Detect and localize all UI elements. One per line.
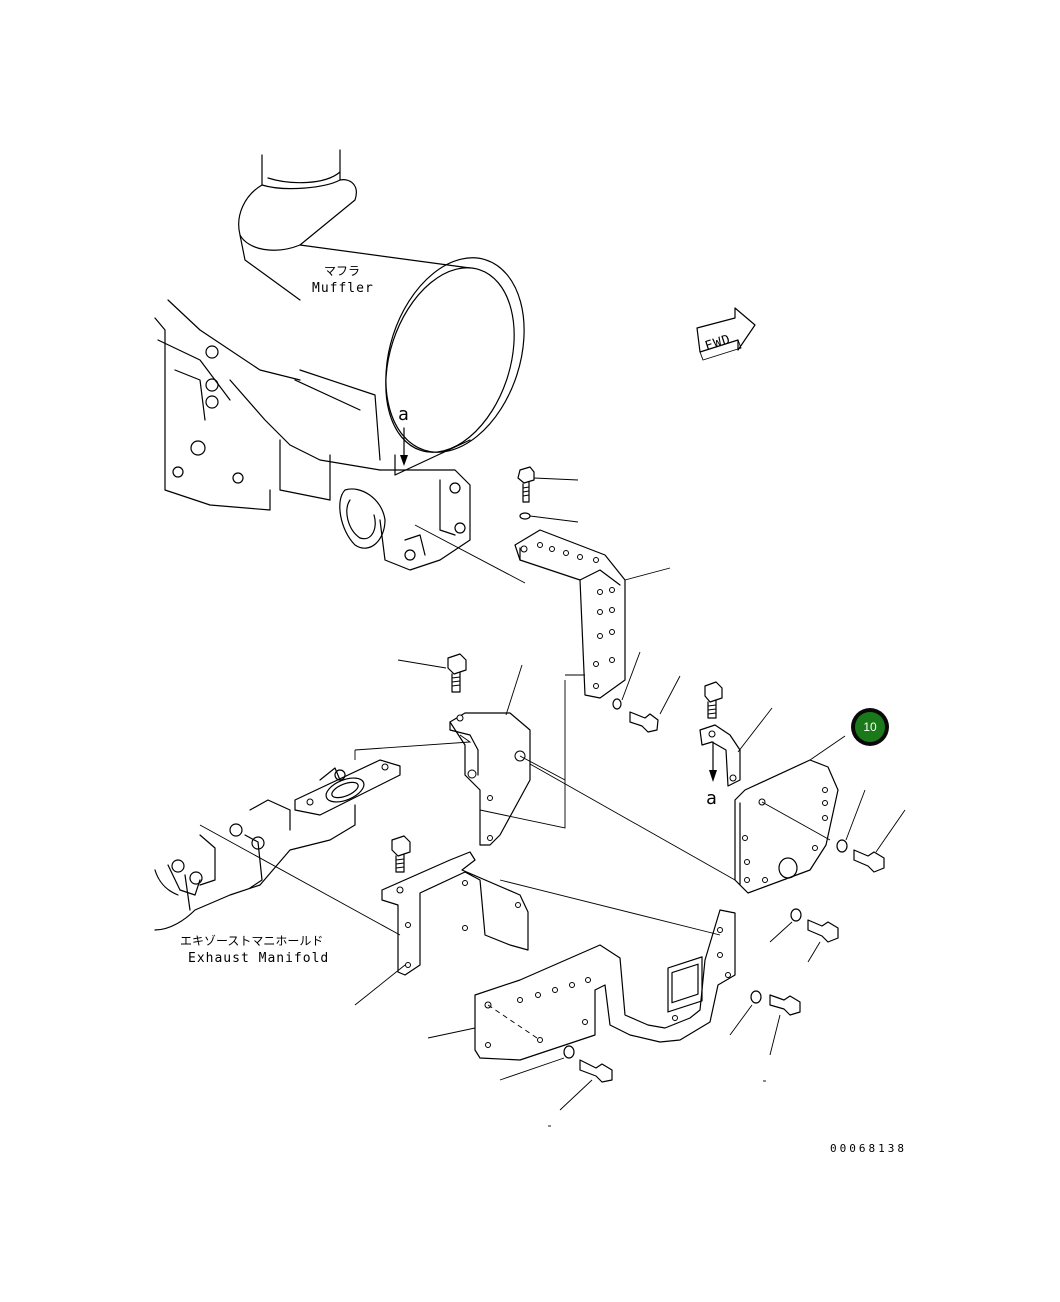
drawing-number: 00068138: [830, 1142, 907, 1155]
bolt-upper-right: [612, 651, 681, 733]
lower-left-bracket: [381, 851, 529, 976]
muffler-label-jp: マフラ: [324, 264, 360, 278]
bolt-upper: [517, 466, 579, 523]
bolt-clip: [704, 681, 723, 719]
view-a-arrow-bottom: a: [706, 741, 718, 809]
bolt-lower-right-2: [769, 908, 839, 963]
bolt-lower-right-1: [729, 990, 801, 1056]
callout-number: 10: [863, 720, 877, 734]
fwd-arrow-icon: FWD: [696, 307, 756, 361]
view-a-arrow-top: a: [398, 404, 410, 466]
l-clip: [699, 707, 773, 787]
bolt-lower-left: [391, 835, 411, 873]
right-plate: [734, 759, 839, 894]
main-long-bracket: [474, 909, 736, 1061]
bolt-lower-center: [499, 1045, 613, 1111]
engine-block: [154, 299, 471, 571]
muffler-label-en: Muffler: [312, 281, 374, 296]
middle-bracket: [449, 712, 531, 846]
muffler: [238, 149, 525, 476]
exhaust-manifold: [154, 734, 472, 931]
bolt-middle: [397, 653, 523, 716]
view-a-label-bottom: a: [706, 788, 718, 809]
manifold-label-jp: エキゾーストマニホールド: [180, 934, 323, 948]
fwd-label: FWD: [703, 332, 733, 354]
manifold-label-en: Exhaust Manifold: [188, 951, 329, 966]
callout-10[interactable]: 10: [851, 708, 889, 746]
upper-bracket: [514, 529, 626, 699]
bolt-plate-right: [836, 789, 906, 873]
view-a-label-top: a: [398, 404, 410, 425]
